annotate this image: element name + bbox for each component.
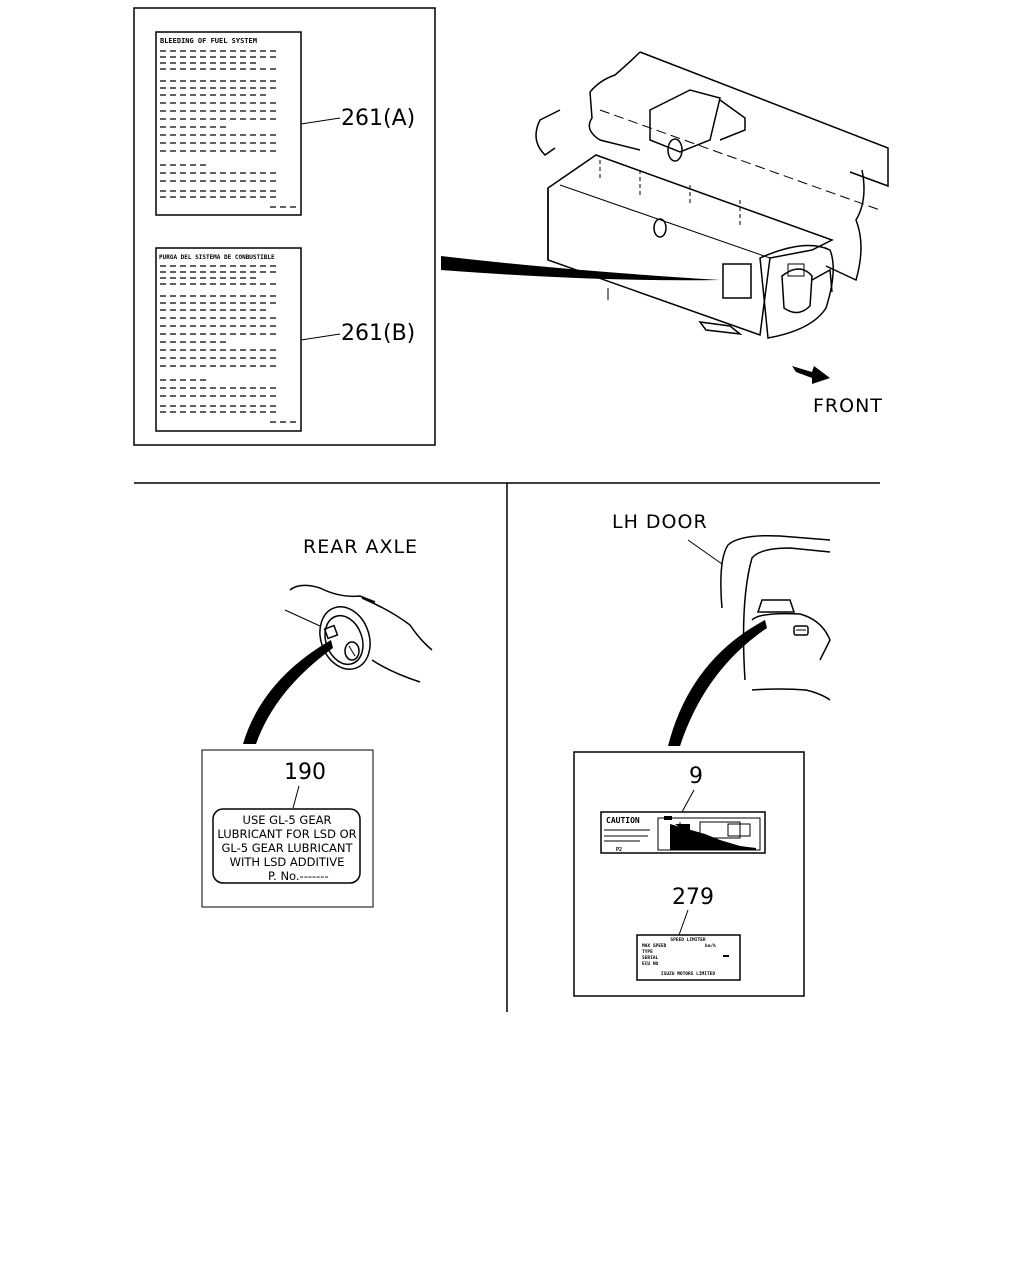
front-label: FRONT xyxy=(813,395,883,417)
label-261a-title: BLEEDING OF FUEL SYSTEM xyxy=(160,37,257,45)
callout-9: 9 xyxy=(689,764,703,789)
speed-label-line-4: SERIAL xyxy=(642,955,659,961)
front-arrow-icon xyxy=(792,366,830,384)
axle-lubricant-label xyxy=(212,808,361,884)
label-261a: BLEEDING OF FUEL SYSTEM xyxy=(155,31,302,216)
caution-label: CAUTION P2 xyxy=(600,811,766,854)
caution-label-title: CAUTION xyxy=(606,816,640,825)
leader-9 xyxy=(681,789,695,813)
tank-label-location xyxy=(722,263,752,299)
leader-wedge-axle xyxy=(243,640,333,744)
label-261b-title: PURGA DEL SISTEMA DE CONBUSTIBLE xyxy=(159,254,275,261)
leader-wedge-door xyxy=(668,620,767,746)
callout-190: 190 xyxy=(284,760,326,785)
leader-261a xyxy=(300,117,341,125)
door-illustration xyxy=(720,534,831,701)
door-label-frame xyxy=(573,751,805,997)
lh-door-heading: LH DOOR xyxy=(612,511,708,533)
speed-label-line-5: ECU NO xyxy=(642,961,659,967)
fuel-tank-illustration xyxy=(535,51,889,339)
leader-lh-door xyxy=(687,539,723,565)
svg-text:P2: P2 xyxy=(616,847,622,853)
callout-261b: 261(B) xyxy=(341,321,415,346)
label-261b-text-lines xyxy=(160,265,298,423)
label-261b: PURGA DEL SISTEMA DE CONBUSTIBLE xyxy=(155,247,302,432)
rear-axle-heading: REAR AXLE xyxy=(303,536,418,558)
speed-label-line-3: TYPE xyxy=(642,949,653,955)
speed-label-line-2: MAX SPEED xyxy=(642,943,667,949)
speed-limiter-label: SPEED LIMITER MAX SPEED km/h TYPE SERIAL… xyxy=(636,934,741,981)
callout-261a: 261(A) xyxy=(341,106,415,131)
svg-text:km/h: km/h xyxy=(705,943,716,949)
callout-279: 279 xyxy=(672,885,714,910)
axle-label-line-1: USE GL-5 GEAR xyxy=(243,813,332,827)
fuel-label-frame xyxy=(133,7,436,446)
leader-190 xyxy=(292,785,300,809)
leader-279 xyxy=(678,909,689,936)
speed-label-line-6: ISUZU MOTORS LIMITED xyxy=(661,971,715,977)
label-261a-text-lines xyxy=(160,50,298,208)
axle-label-line-2: LUBRICANT FOR LSD OR xyxy=(217,827,356,841)
axle-label-line-5: P. No.------- xyxy=(268,869,329,883)
speed-label-line-1: SPEED LIMITER xyxy=(670,937,706,943)
leader-261b xyxy=(300,333,341,341)
axle-label-frame xyxy=(201,749,374,908)
axle-label-line-4: WITH LSD ADDITIVE xyxy=(230,855,345,869)
axle-label-line-3: GL-5 GEAR LUBRICANT xyxy=(222,841,354,855)
leader-wedge-fuel xyxy=(441,256,720,281)
